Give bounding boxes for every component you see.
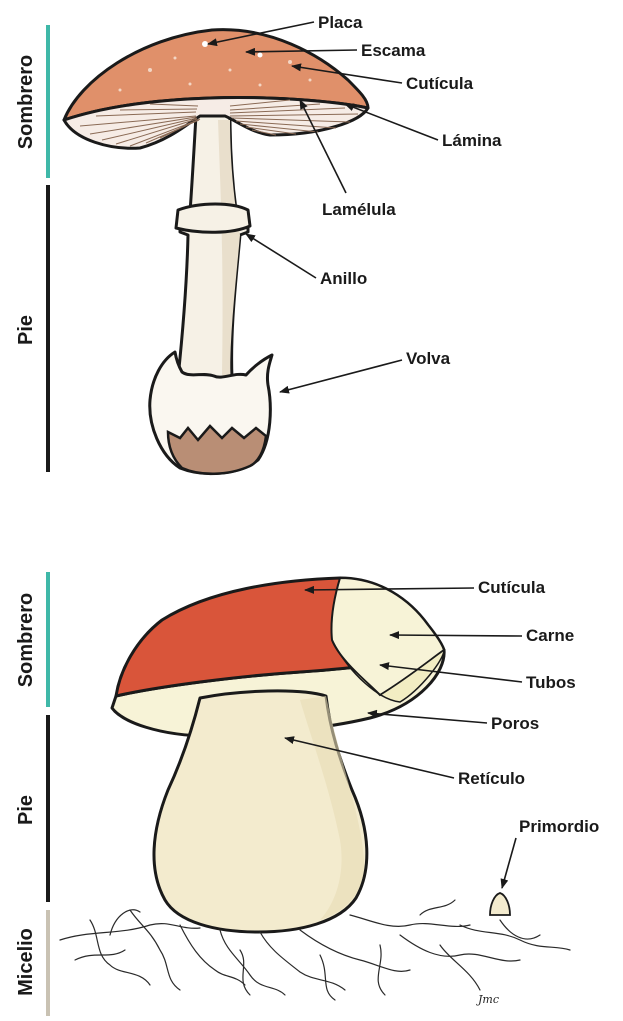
label-placa: Placa [318,13,363,32]
label-anillo: Anillo [320,269,367,288]
section-label-sombrero-top: Sombrero [15,55,37,149]
label-poros: Poros [491,714,539,733]
amanita-volva-base [168,426,266,474]
section-label-micelio-bottom: Micelio [15,928,37,996]
label-volva: Volva [406,349,451,368]
section-label-pie-top: Pie [15,315,37,345]
label-cuticula-top: Cutícula [406,74,474,93]
artist-signature: Jmc [476,993,499,1006]
label-reticulo: Retículo [458,769,525,788]
amanita-ring [176,204,250,232]
section-label-sombrero-bottom: Sombrero [15,593,37,687]
label-primordio: Primordio [519,817,599,836]
top-section-bars: Sombrero Pie [15,25,48,472]
label-lamina: Lámina [442,131,502,150]
section-label-pie-bottom: Pie [15,795,37,825]
primordio-knob [490,893,510,915]
label-escama: Escama [361,41,426,60]
boletus-illustration [60,578,570,1000]
amanita-illustration [64,30,368,474]
label-cuticula-bottom: Cutícula [478,578,546,597]
bottom-section-bars: Sombrero Pie Micelio [15,572,48,1016]
label-carne: Carne [526,626,574,645]
label-lamelula: Lamélula [322,200,396,219]
label-tubos: Tubos [526,673,576,692]
